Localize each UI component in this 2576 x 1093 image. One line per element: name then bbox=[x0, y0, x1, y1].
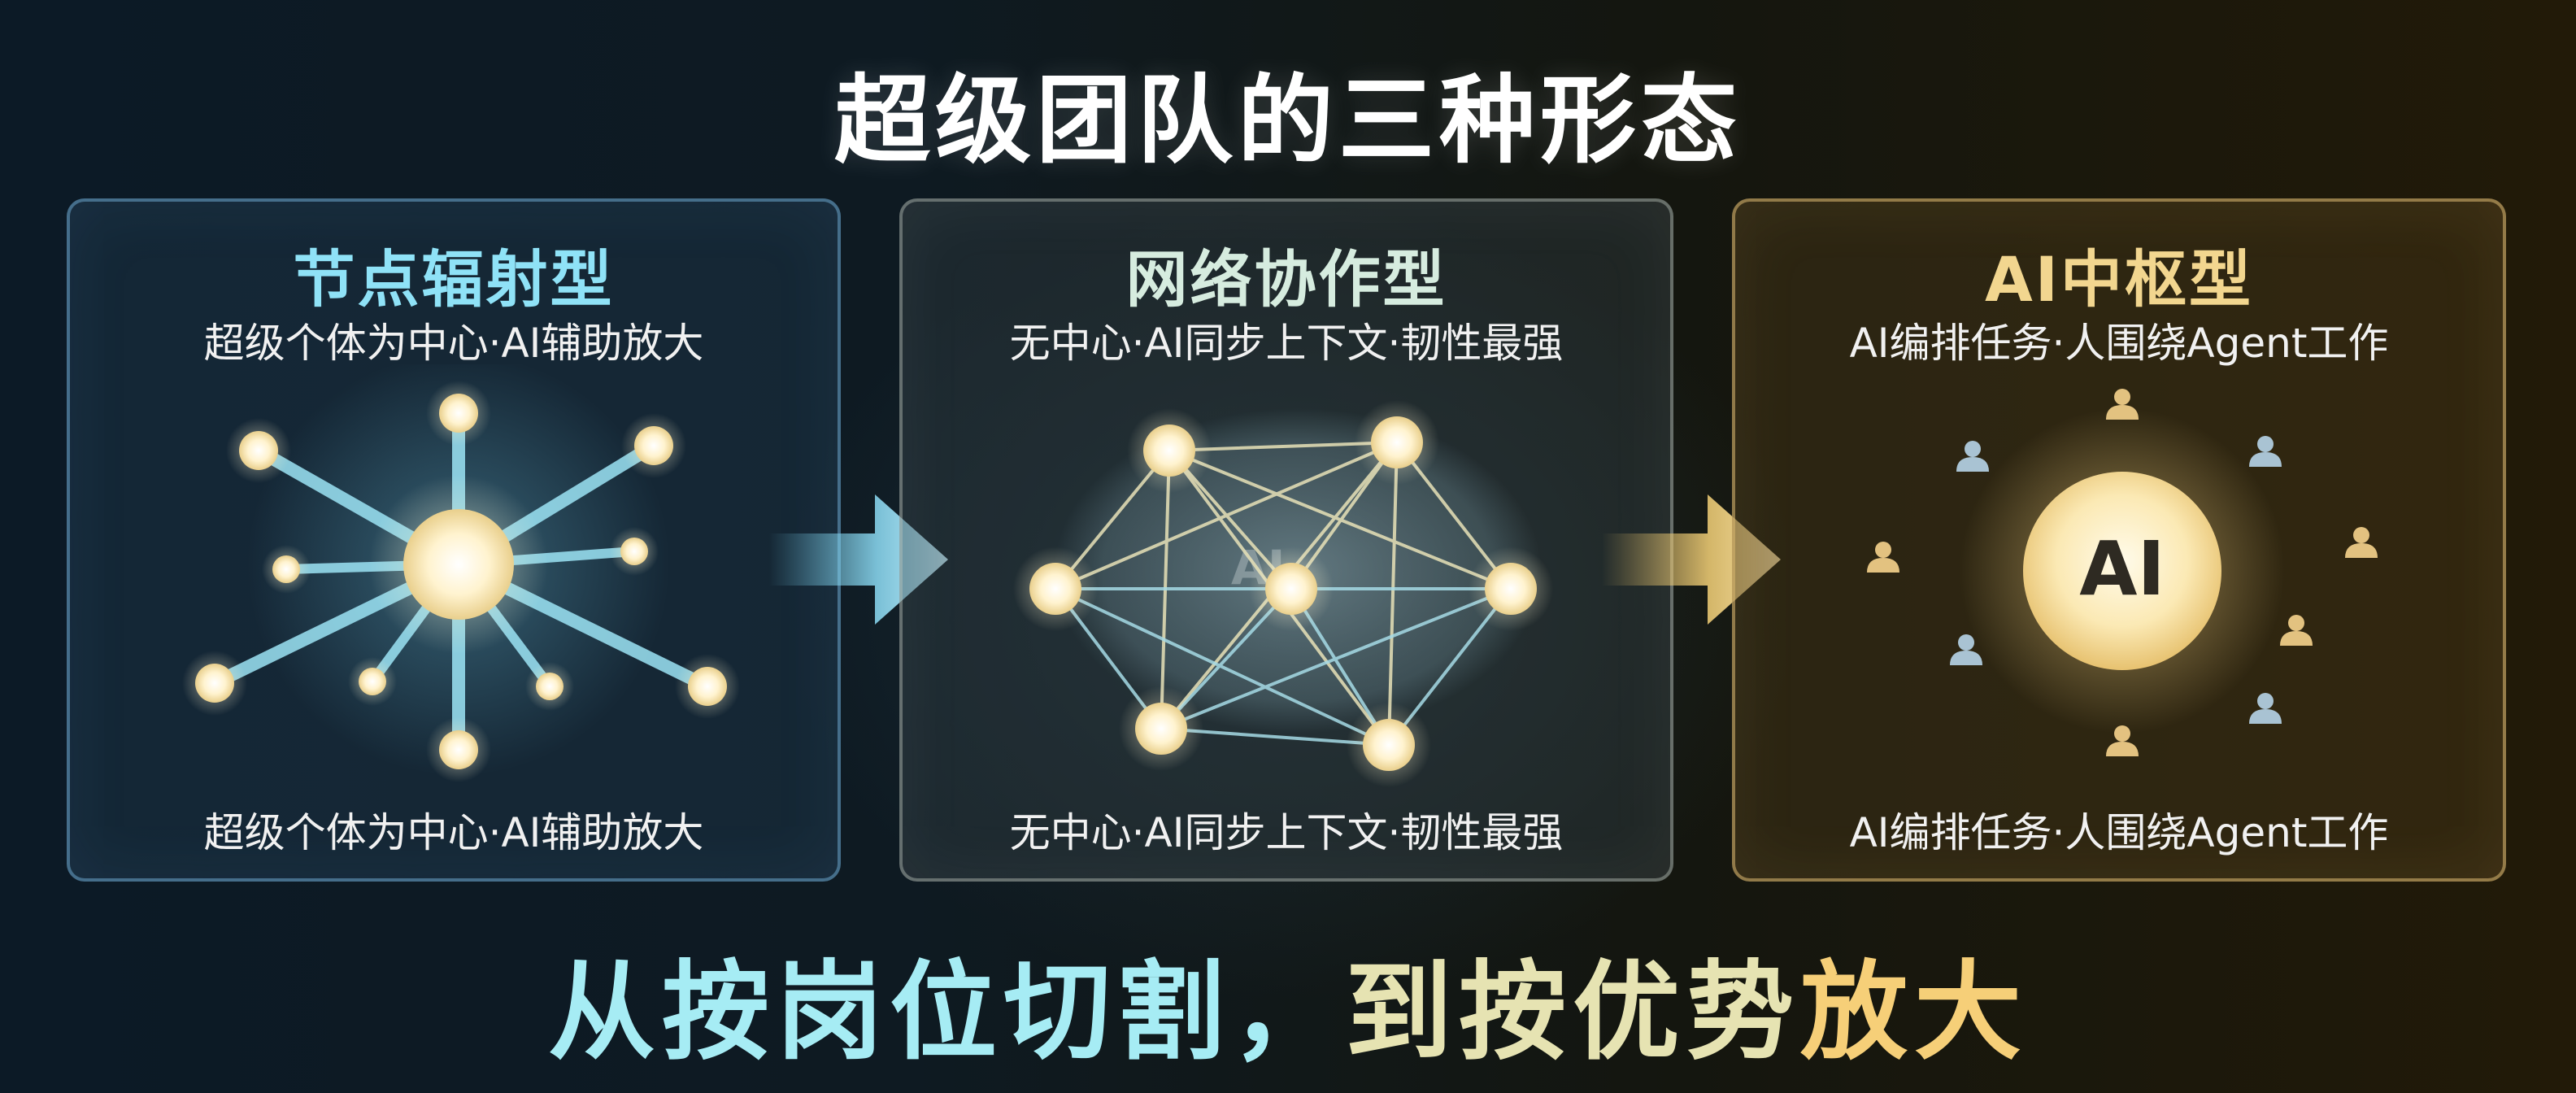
ai-hub-diagram: AI bbox=[1867, 389, 2378, 756]
radial-node bbox=[239, 431, 278, 470]
person-icon bbox=[2280, 615, 2313, 646]
slogan: 从按岗位切割，到按优势放大 bbox=[0, 925, 2576, 1081]
radial-node bbox=[359, 668, 386, 695]
panel-network-footer: 无中心·AI同步上下文·韧性最强 bbox=[1009, 809, 1564, 856]
slogan-part-c: 放大 bbox=[1800, 950, 2028, 1075]
network-node bbox=[1265, 563, 1317, 615]
panel-radial: 节点辐射型 超级个体为中心·AI辅助放大 bbox=[67, 198, 841, 882]
panel-radial-title: 节点辐射型 bbox=[293, 243, 615, 316]
panel-ai-hub-title: AI中枢型 bbox=[1984, 243, 2254, 316]
radial-diagram bbox=[182, 364, 740, 782]
radial-center-node bbox=[403, 509, 514, 620]
panel-radial-subtitle: 超级个体为中心·AI辅助放大 bbox=[203, 320, 704, 367]
radial-node bbox=[272, 555, 300, 583]
panel-network: 网络协作型 无中心·AI同步上下文·韧性最强 AI bbox=[899, 198, 1673, 882]
network-node bbox=[1135, 703, 1187, 755]
arrow-right-icon bbox=[769, 494, 948, 625]
radial-node bbox=[634, 426, 673, 465]
radial-outer-nodes bbox=[182, 381, 740, 782]
person-icon bbox=[1867, 542, 1899, 573]
network-nodes bbox=[1013, 400, 1553, 787]
radial-node bbox=[620, 538, 648, 565]
panel-ai-hub: AI中枢型 AI编排任务·人围绕Agent工作 AI bbox=[1732, 198, 2506, 882]
ai-hub-label: AI bbox=[2079, 525, 2165, 612]
radial-node bbox=[195, 664, 234, 703]
person-icon bbox=[1956, 441, 1989, 472]
person-icon bbox=[2106, 389, 2139, 420]
slogan-part-b: 到按优势 bbox=[1345, 950, 1800, 1075]
person-icon bbox=[2249, 436, 2282, 467]
person-icon bbox=[2345, 527, 2378, 558]
panel-ai-hub-subtitle: AI编排任务·人围绕Agent工作 bbox=[1849, 320, 2389, 367]
radial-node bbox=[439, 730, 478, 769]
network-diagram: AI bbox=[1013, 400, 1553, 787]
radial-node bbox=[439, 394, 478, 433]
network-node bbox=[1485, 563, 1537, 615]
ai-hub-core bbox=[2023, 472, 2221, 670]
person-icon bbox=[2249, 693, 2282, 724]
page-title: 超级团队的三种形态 bbox=[833, 64, 1742, 176]
slogan-part-a: 从按岗位切割， bbox=[548, 950, 1345, 1075]
network-node bbox=[1029, 563, 1081, 615]
network-node bbox=[1371, 416, 1423, 468]
panel-network-subtitle: 无中心·AI同步上下文·韧性最强 bbox=[1009, 320, 1564, 367]
panel-network-title: 网络协作型 bbox=[1125, 243, 1447, 316]
radial-node bbox=[536, 673, 564, 700]
radial-node bbox=[688, 667, 727, 706]
network-node bbox=[1143, 425, 1195, 477]
arrow-right-icon bbox=[1602, 494, 1781, 625]
network-node bbox=[1363, 719, 1415, 771]
panel-radial-footer: 超级个体为中心·AI辅助放大 bbox=[203, 809, 704, 856]
panel-ai-hub-footer: AI编排任务·人围绕Agent工作 bbox=[1849, 809, 2389, 856]
